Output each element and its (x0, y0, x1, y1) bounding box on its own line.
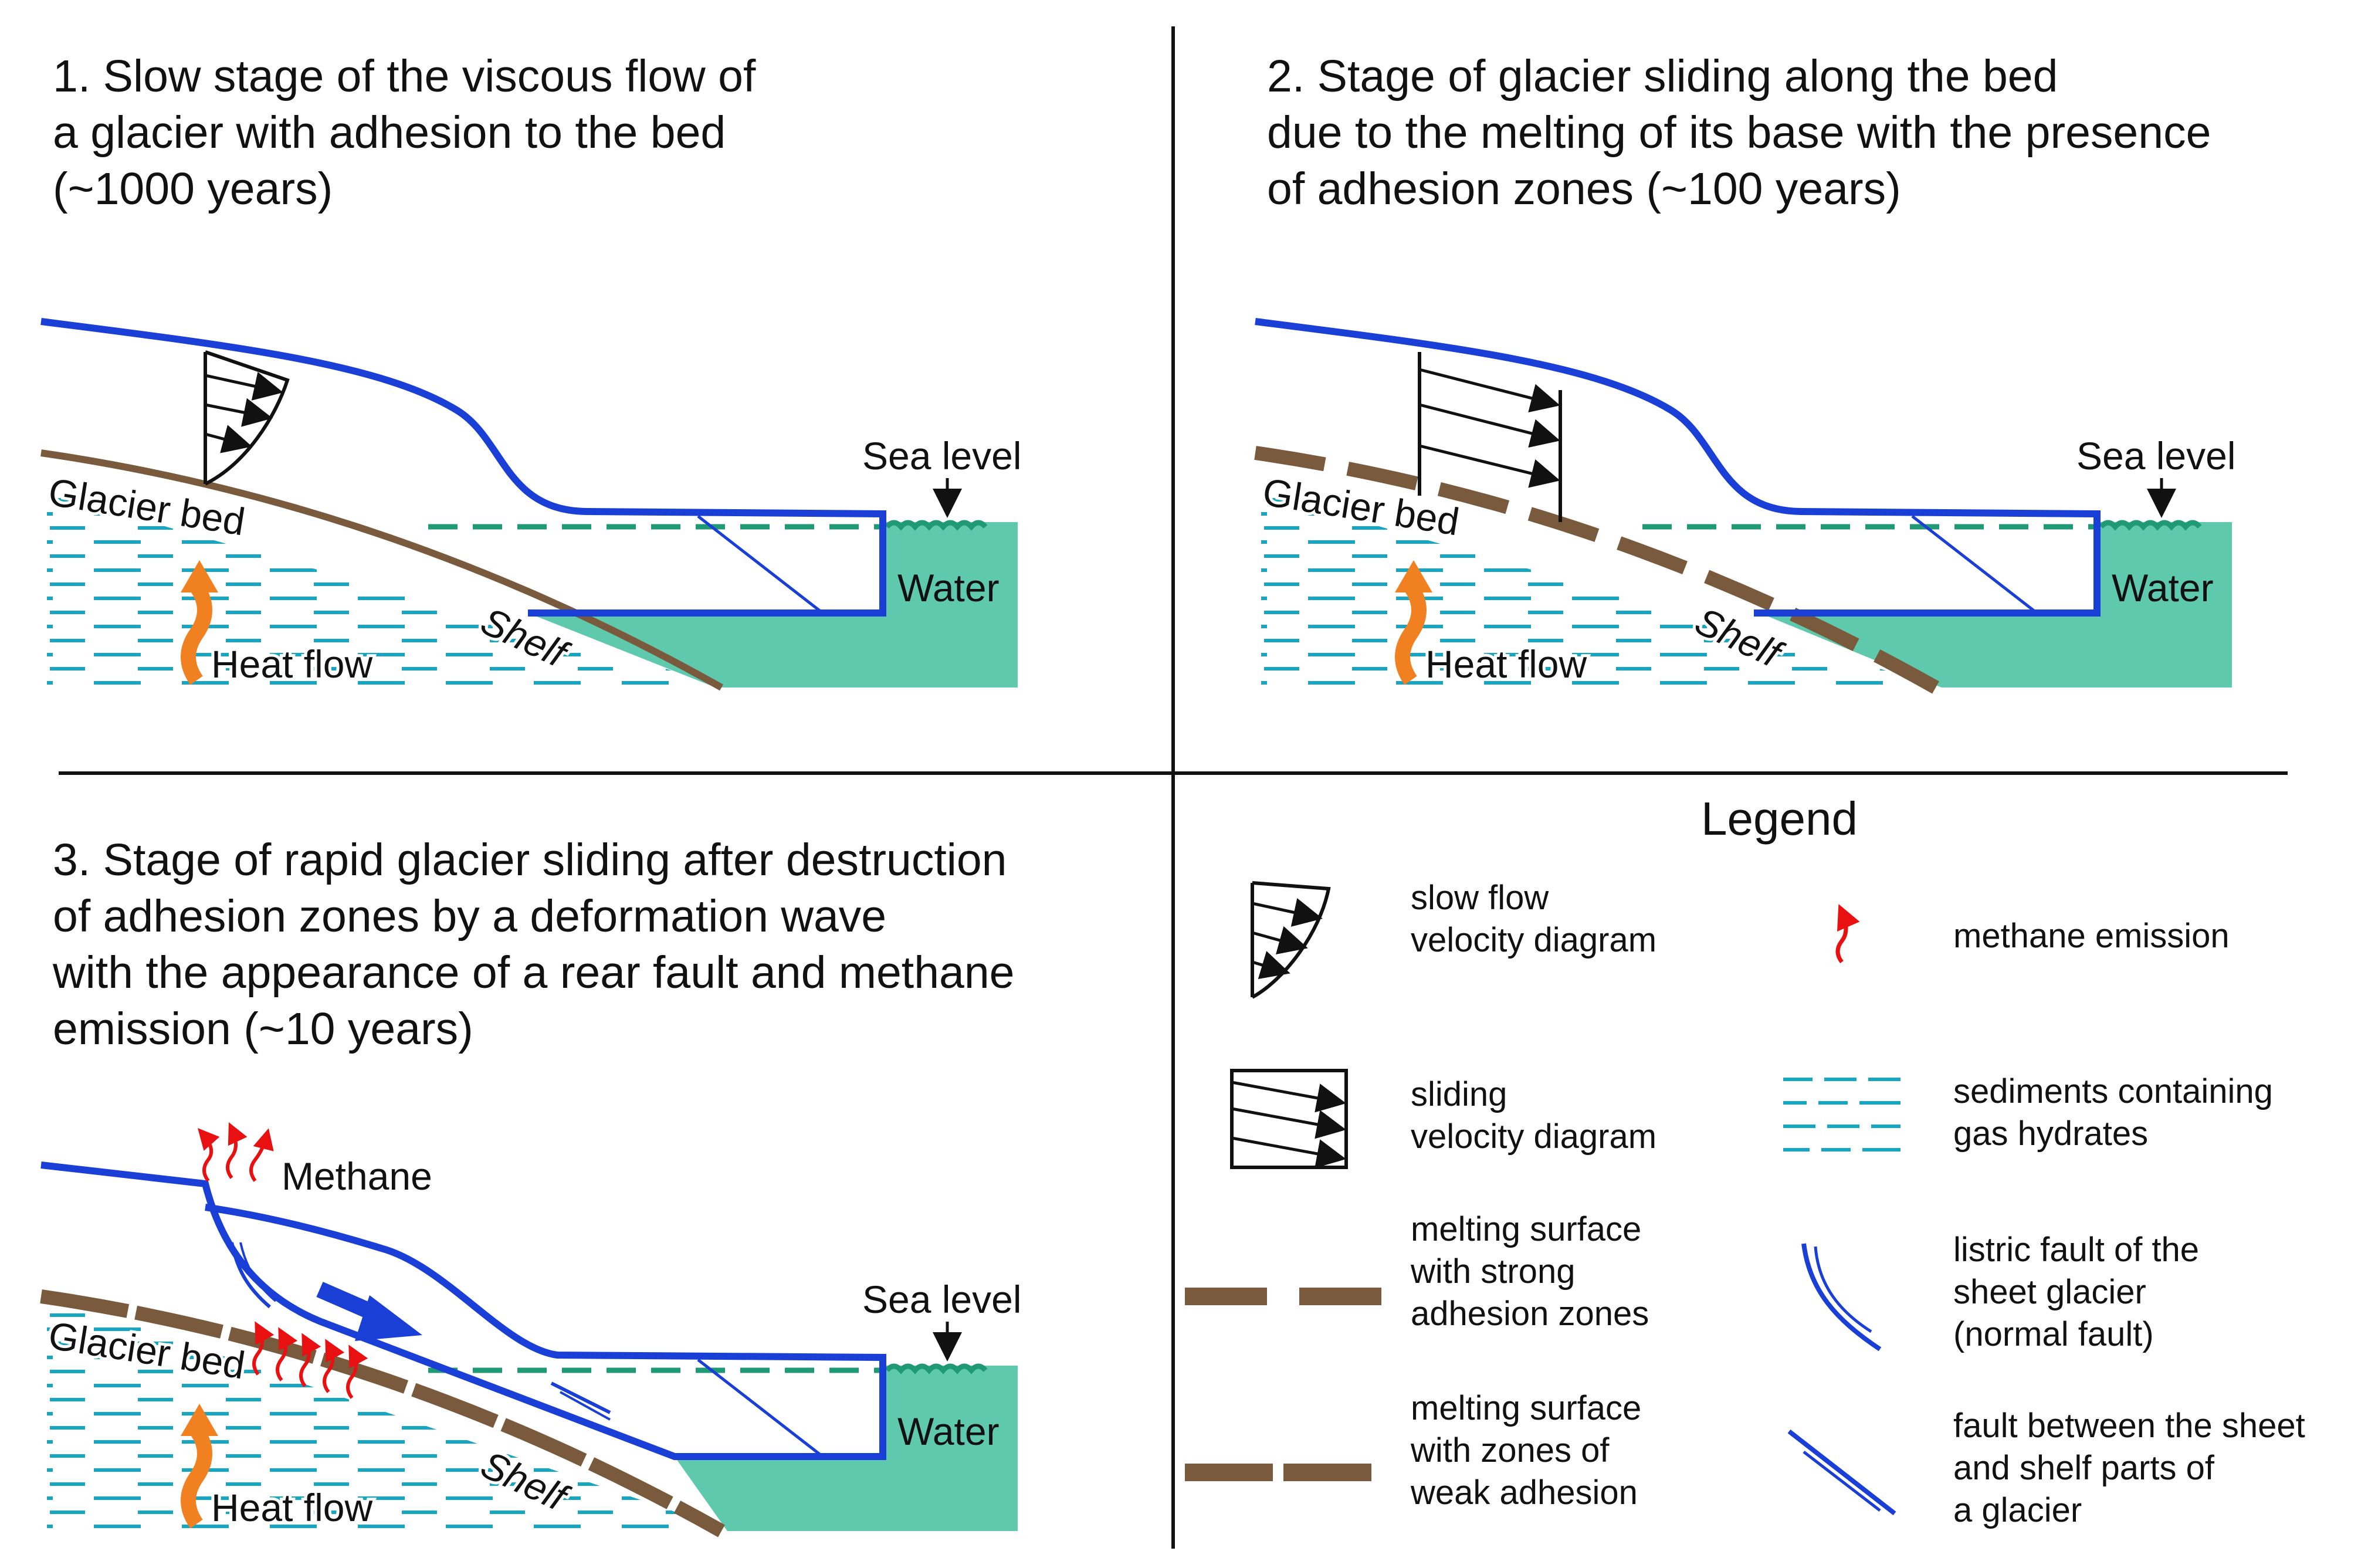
legend-label-sliding: sliding velocity diagram (1411, 1075, 1657, 1156)
glacier-outline (40, 318, 886, 617)
water-area (1760, 522, 2232, 688)
legend-label-strong-adhesion: melting surface with strong adhesion zon… (1411, 1210, 1649, 1333)
legend-title: Legend (1701, 793, 1858, 845)
sea-level-label: Sea level (862, 1278, 1022, 1321)
water-label: Water (897, 566, 1000, 609)
listric-fault-marker (230, 1242, 277, 1309)
heat-flow-arrow (181, 1404, 218, 1529)
heat-flow-arrow (1395, 560, 1432, 685)
shelf-fault-line (1911, 515, 2037, 613)
panel-2-title: 2. Stage of glacier sliding along the be… (1267, 51, 2211, 214)
sliding-direction-arrow (316, 1282, 422, 1341)
panel-3-diagram: Sea level Water Methane Glacier bed Shel… (40, 1122, 1022, 1537)
shelf-fault-line (697, 515, 822, 613)
shelf-fault-line (697, 1359, 822, 1457)
glacier-bed-line (40, 449, 723, 691)
slow-flow-velocity-icon (1251, 881, 1331, 999)
legend-label-weak-adhesion: melting surface with zones of weak adhes… (1411, 1389, 1642, 1512)
heat-flow-label: Heat flow (1425, 642, 1587, 686)
sea-level-label: Sea level (2076, 434, 2236, 477)
sediments-area (47, 493, 727, 686)
methane-emission-top (198, 1122, 274, 1182)
sheet-shelf-fault-marker (550, 1381, 611, 1421)
water-label: Water (2112, 566, 2214, 609)
sea-level-label: Sea level (862, 434, 1022, 477)
methane-label: Methane (282, 1154, 432, 1198)
heat-flow-arrow (181, 560, 218, 685)
heat-flow-label: Heat flow (211, 642, 372, 686)
legend-label-listric-fault: listric fault of the sheet glacier (norm… (1953, 1231, 2200, 1353)
heat-flow-label: Heat flow (211, 1486, 372, 1529)
panel-3-title: 3. Stage of rapid glacier sliding after … (53, 835, 1015, 1054)
panel-1-title: 1. Slow stage of the viscous flow of a g… (53, 51, 756, 214)
methane-emission-icon (1835, 904, 1860, 964)
glacier-outline (40, 1161, 886, 1460)
sliding-velocity-diagram (1418, 352, 1562, 522)
methane-emission-bed (252, 1321, 368, 1399)
legend-label-methane-emission: methane emission (1953, 917, 2230, 955)
glacier-bed-strong-adhesion (1254, 446, 1939, 694)
listric-fault-icon (1801, 1243, 1882, 1352)
sliding-velocity-icon (1230, 1069, 1348, 1169)
glacier-outline (1255, 318, 2101, 617)
panel-1-diagram: Sea level Water Glacier bed Shelf Heat f… (40, 318, 1022, 691)
legend-label-sheet-shelf-fault: fault between the sheet and shelf parts … (1953, 1407, 2305, 1529)
sheet-shelf-fault-icon (1787, 1429, 1896, 1516)
panel-2-diagram: Sea level Water Glacier bed Shelf Heat f… (1254, 318, 2236, 694)
legend-label-sediments: sediments containing gas hydrates (1953, 1072, 2273, 1153)
glacier-bed-weak-adhesion (40, 1289, 725, 1537)
sediments-icon (1783, 1078, 1901, 1152)
water-label: Water (897, 1410, 1000, 1453)
slow-flow-velocity-diagram (204, 350, 290, 486)
legend-label-slow-flow: slow flow velocity diagram (1411, 879, 1657, 959)
water-area (675, 1366, 1018, 1531)
legend-icons (1185, 881, 1901, 1516)
sediments-area (47, 1295, 727, 1530)
sediments-area (1261, 493, 1942, 686)
